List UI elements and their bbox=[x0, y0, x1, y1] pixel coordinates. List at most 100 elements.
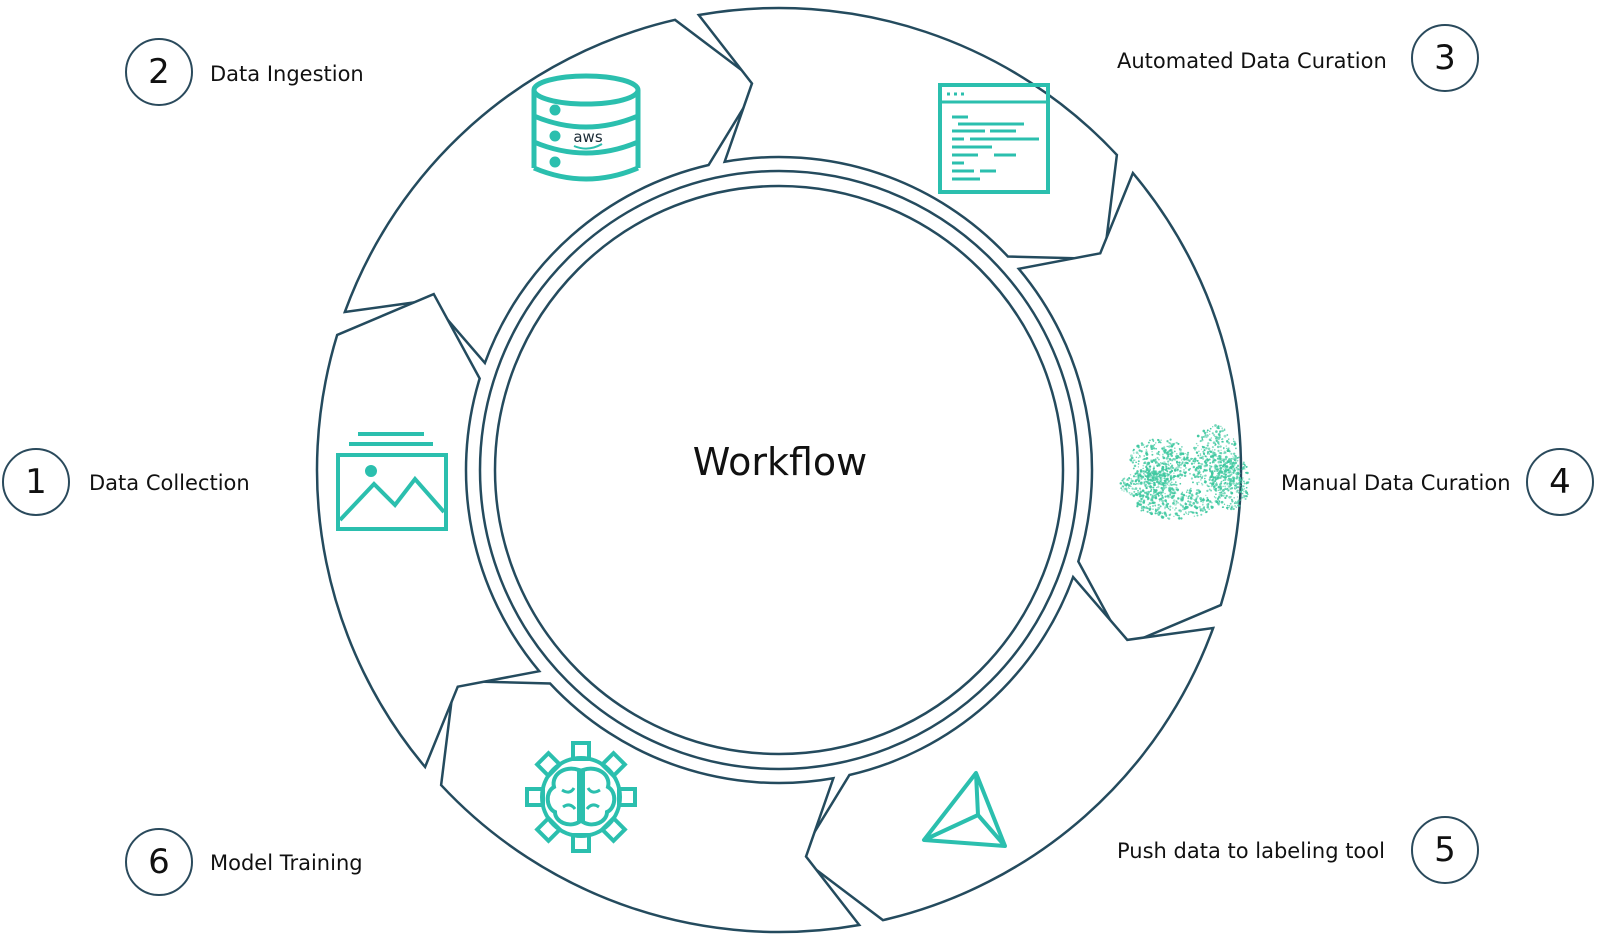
cloud-point bbox=[1157, 484, 1160, 486]
cloud-point bbox=[1218, 491, 1221, 494]
cloud-point bbox=[1145, 480, 1149, 483]
cloud-point bbox=[1176, 474, 1180, 478]
cloud-point bbox=[1242, 461, 1245, 464]
cloud-point bbox=[1172, 507, 1174, 509]
cloud-point bbox=[1224, 481, 1227, 484]
cloud-point bbox=[1233, 496, 1236, 499]
cloud-point bbox=[1214, 488, 1217, 491]
cloud-point bbox=[1243, 480, 1245, 483]
cloud-point bbox=[1231, 443, 1233, 445]
cloud-point bbox=[1201, 438, 1204, 441]
cloud-point bbox=[1214, 480, 1217, 483]
cloud-point bbox=[1172, 477, 1174, 479]
cloud-point bbox=[1168, 513, 1171, 517]
cloud-point bbox=[1204, 455, 1207, 458]
cloud-point bbox=[1225, 445, 1227, 447]
cloud-point bbox=[1143, 506, 1146, 509]
cloud-point bbox=[1169, 477, 1173, 480]
cloud-point bbox=[1151, 494, 1154, 497]
cloud-point bbox=[1203, 506, 1205, 508]
cloud-point bbox=[1140, 508, 1143, 510]
cloud-point bbox=[1196, 482, 1199, 484]
cloud-point bbox=[1157, 506, 1161, 510]
cloud-point bbox=[1221, 429, 1224, 433]
cloud-point bbox=[1175, 500, 1178, 503]
cloud-point bbox=[1147, 503, 1150, 506]
cloud-point bbox=[1167, 450, 1171, 453]
cloud-point bbox=[1217, 489, 1219, 491]
cloud-point bbox=[1151, 450, 1153, 453]
cloud-point bbox=[1175, 504, 1177, 506]
cloud-point bbox=[1173, 515, 1175, 518]
cloud-point bbox=[1230, 506, 1233, 509]
cloud-point bbox=[1206, 489, 1209, 493]
cloud-point bbox=[1219, 445, 1222, 448]
cloud-point bbox=[1133, 488, 1135, 491]
cloud-point bbox=[1230, 463, 1232, 465]
cloud-point bbox=[1234, 455, 1236, 457]
cloud-point bbox=[1163, 474, 1167, 478]
cloud-point bbox=[1172, 499, 1176, 503]
cloud-point bbox=[1195, 511, 1198, 514]
send-arrow-icon bbox=[922, 771, 1007, 848]
cloud-point bbox=[1161, 482, 1163, 484]
cloud-point bbox=[1180, 496, 1183, 499]
cloud-point bbox=[1232, 478, 1235, 480]
cloud-point bbox=[1201, 483, 1204, 486]
cloud-point bbox=[1175, 486, 1178, 490]
cloud-point bbox=[1235, 447, 1237, 450]
cloud-point bbox=[1204, 477, 1206, 480]
cloud-point bbox=[1202, 435, 1205, 438]
cloud-point bbox=[1228, 506, 1230, 509]
cloud-point bbox=[1236, 473, 1239, 476]
cloud-point bbox=[1157, 503, 1160, 507]
cloud-point bbox=[1133, 490, 1136, 493]
cloud-point bbox=[1228, 458, 1231, 461]
cloud-point bbox=[1236, 459, 1239, 462]
cloud-point bbox=[1149, 479, 1152, 482]
cloud-point bbox=[1236, 496, 1239, 498]
cloud-point bbox=[1156, 480, 1159, 483]
cloud-point bbox=[1197, 467, 1200, 470]
cloud-point bbox=[1198, 450, 1200, 453]
cloud-point bbox=[1168, 464, 1170, 467]
cloud-point bbox=[1140, 481, 1143, 484]
cloud-point bbox=[1229, 488, 1231, 490]
cloud-point bbox=[1182, 508, 1184, 511]
cloud-point bbox=[1214, 437, 1218, 440]
cloud-point bbox=[1209, 433, 1211, 435]
cloud-point bbox=[1185, 461, 1188, 465]
cloud-point bbox=[1206, 461, 1209, 463]
cloud-point bbox=[1190, 495, 1193, 498]
cloud-point bbox=[1149, 503, 1151, 506]
cloud-point bbox=[1217, 449, 1220, 452]
cloud-point bbox=[1195, 446, 1197, 449]
cloud-point bbox=[1159, 454, 1161, 456]
cloud-point bbox=[1217, 427, 1219, 429]
cloud-point bbox=[1222, 492, 1224, 495]
cloud-point bbox=[1157, 450, 1160, 453]
cloud-point bbox=[1155, 486, 1158, 489]
cloud-point bbox=[1127, 484, 1131, 487]
cloud-point bbox=[1205, 494, 1207, 497]
cloud-point bbox=[1191, 511, 1194, 514]
cloud-point bbox=[1138, 472, 1142, 476]
cloud-point bbox=[1218, 470, 1221, 472]
cloud-point bbox=[1171, 483, 1174, 486]
cloud-point bbox=[1123, 487, 1126, 491]
cloud-point bbox=[1236, 483, 1239, 485]
cloud-point bbox=[1136, 472, 1140, 475]
cloud-point bbox=[1243, 487, 1246, 490]
cloud-point bbox=[1168, 442, 1170, 444]
cloud-point bbox=[1158, 500, 1161, 502]
cloud-point bbox=[1213, 465, 1217, 469]
cloud-point bbox=[1217, 460, 1221, 464]
cloud-point bbox=[1187, 500, 1190, 503]
cloud-point bbox=[1150, 444, 1153, 447]
cloud-point bbox=[1206, 431, 1209, 433]
cloud-point bbox=[1241, 479, 1243, 482]
cloud-point bbox=[1182, 493, 1185, 497]
cloud-point bbox=[1218, 494, 1220, 496]
cloud-point bbox=[1157, 485, 1160, 489]
cloud-point bbox=[1145, 456, 1149, 460]
